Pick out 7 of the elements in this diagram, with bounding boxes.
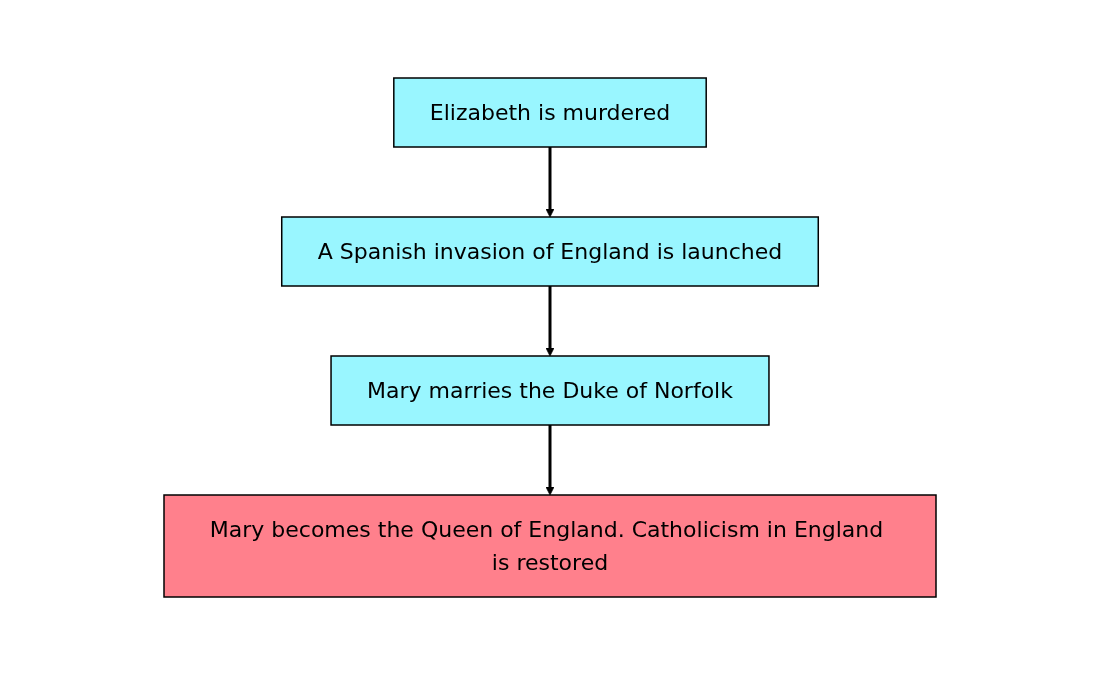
arrow: [545, 424, 555, 495]
node-box: A Spanish invasion of England is launched: [281, 215, 819, 287]
node-box: Mary marries the Duke of Norfolk: [330, 354, 770, 426]
arrow: [545, 146, 555, 217]
node-box: Elizabeth is murdered: [393, 76, 707, 148]
node-box: Mary becomes the Queen of England. Catholicism in England is restored: [163, 493, 937, 598]
arrow: [545, 285, 555, 356]
